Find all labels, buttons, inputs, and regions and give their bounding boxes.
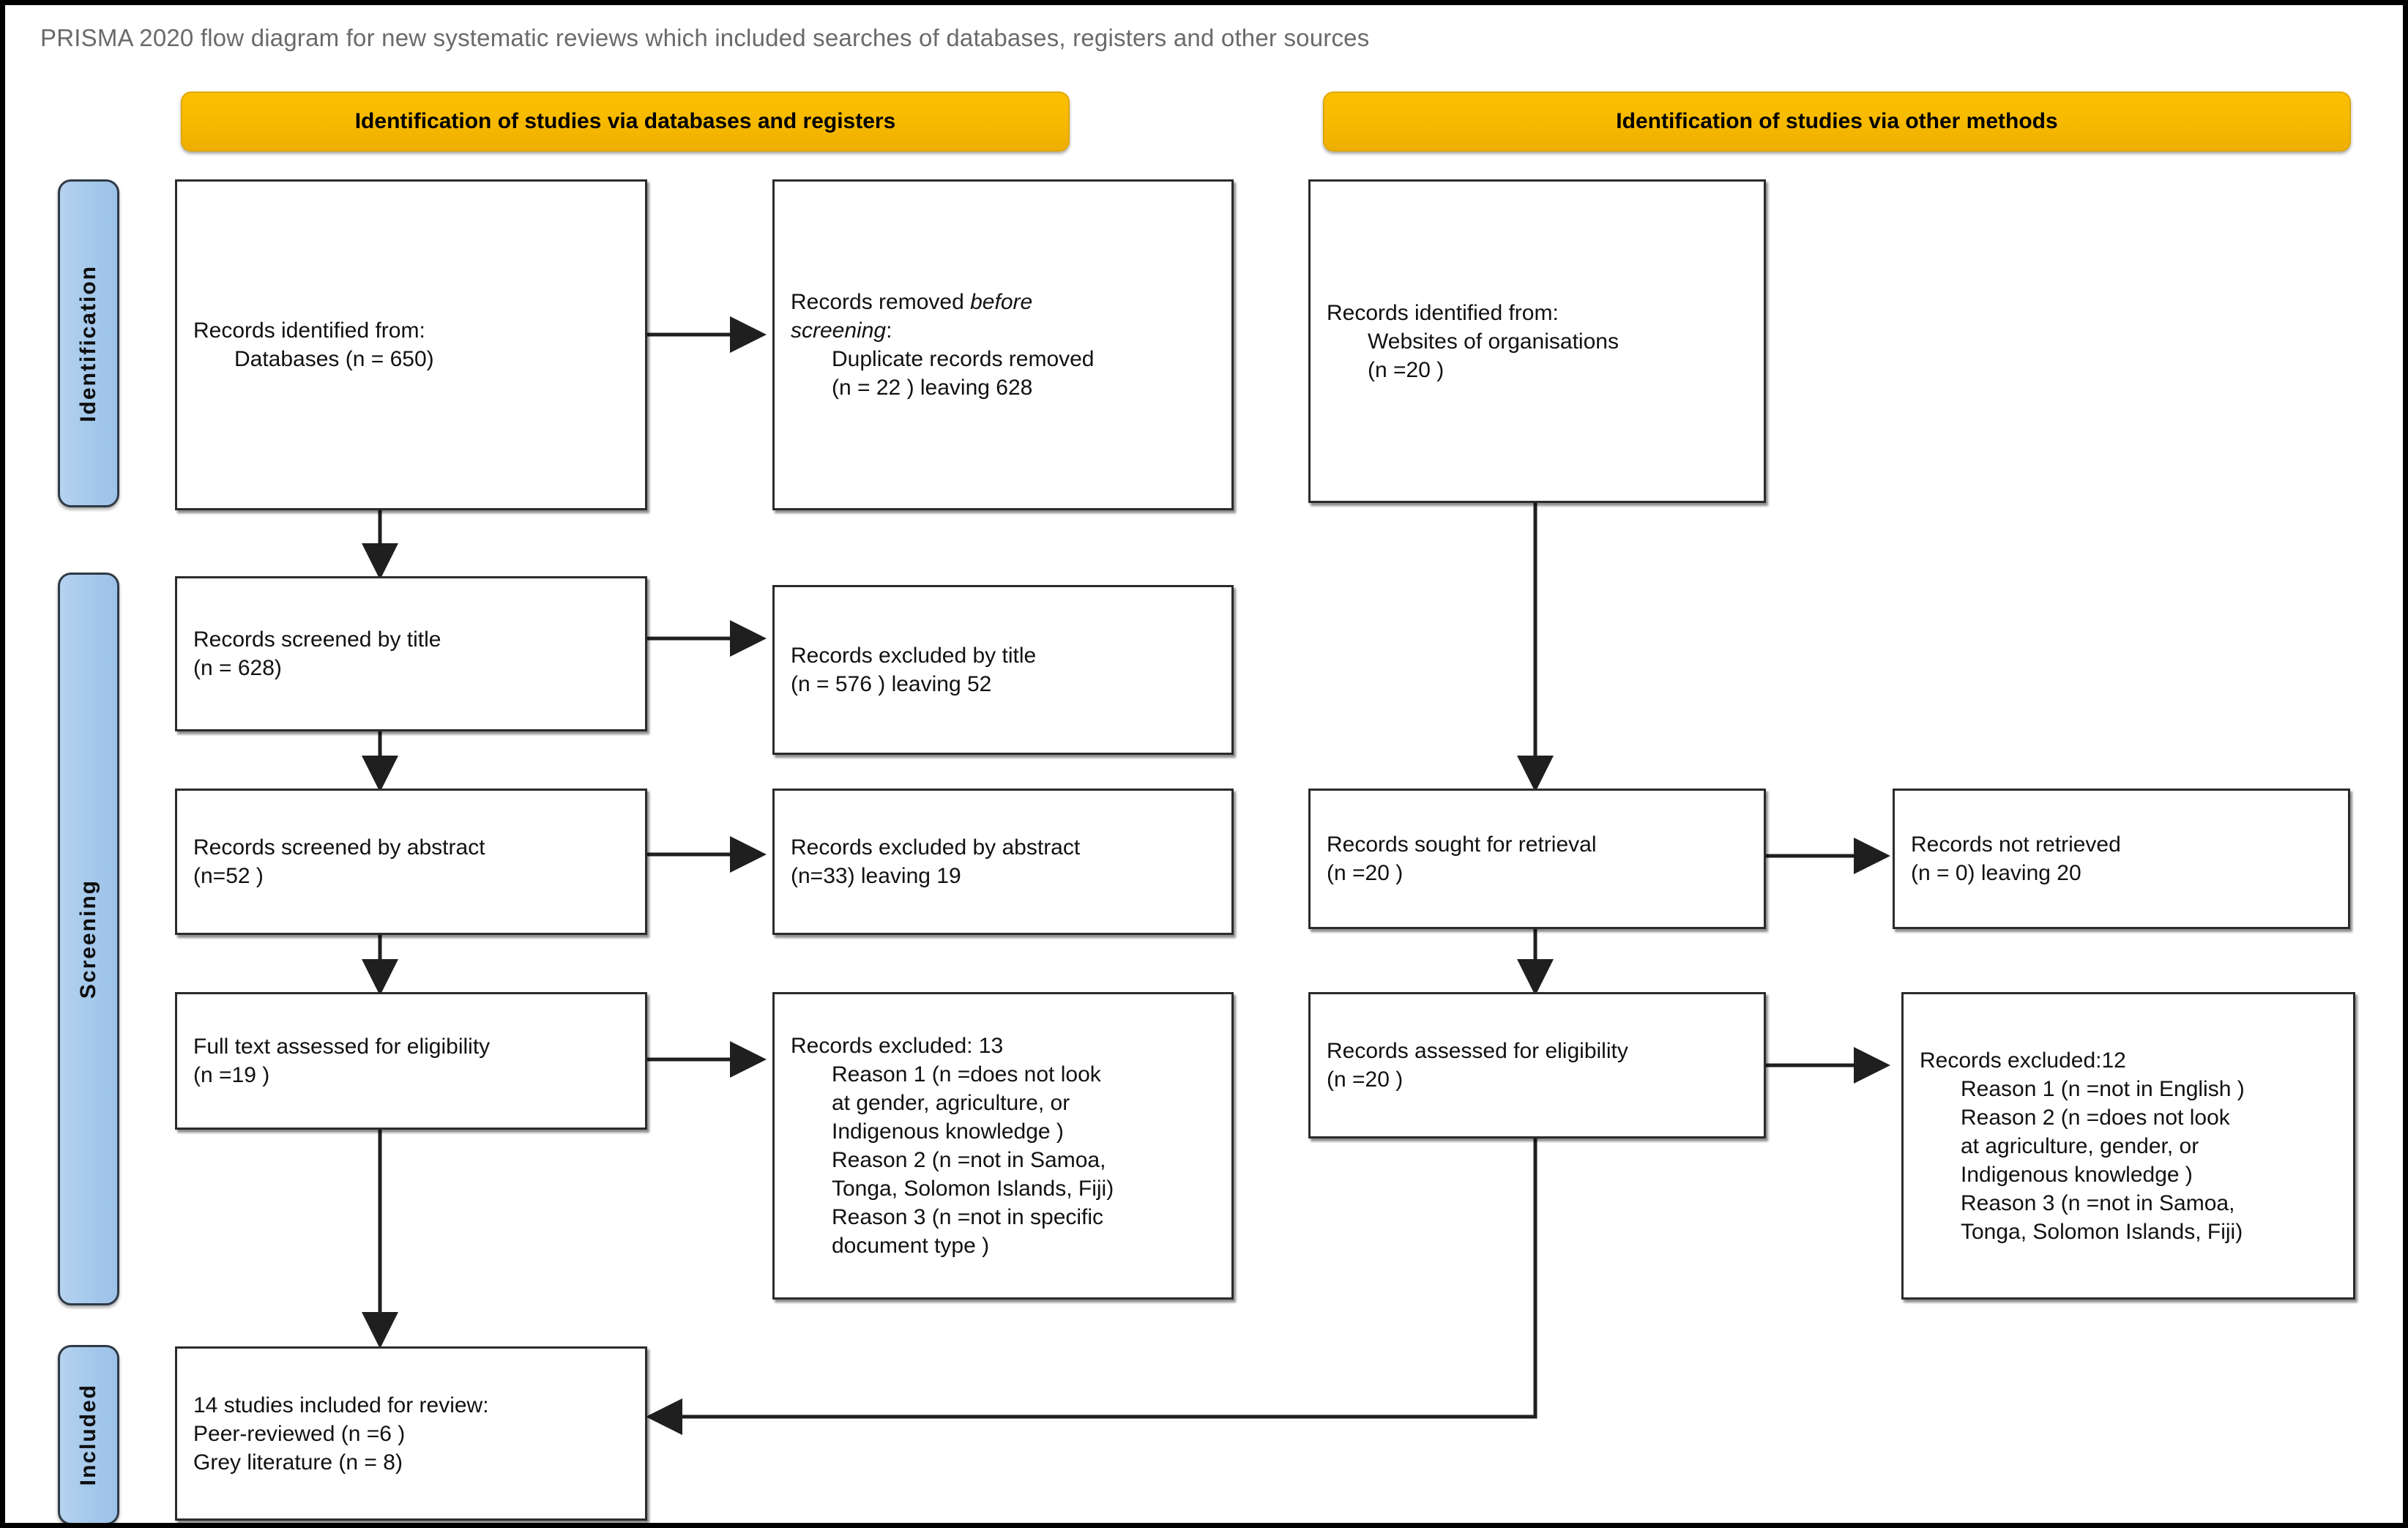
records-excluded-abstract-line2: (n=33) leaving 19 — [791, 864, 961, 888]
records-assessed-line2: (n =20 ) — [1327, 1067, 1404, 1092]
box-records-identified-other: Records identified from: Websites of org… — [1308, 179, 1766, 503]
records-excluded-title-line2: (n = 576 ) leaving 52 — [791, 672, 992, 696]
records-excluded-13-line4: Indigenous knowledge ) — [832, 1119, 1064, 1144]
box-records-sought-retrieval: Records sought for retrieval (n =20 ) — [1308, 789, 1766, 929]
records-removed-line2-italic: screening — [791, 318, 887, 343]
records-excluded-12-line2: Reason 1 (n =not in English ) — [1961, 1076, 2245, 1101]
box-records-identified-databases: Records identified from: Databases (n = … — [175, 179, 647, 510]
records-excluded-13-line1: Records excluded: 13 — [791, 1034, 1004, 1058]
records-excluded-title-line1: Records excluded by title — [791, 644, 1037, 668]
records-excluded-13-line8: document type ) — [832, 1234, 990, 1258]
box-records-screened-abstract: Records screened by abstract (n=52 ) — [175, 789, 647, 935]
records-excluded-13-line3: at gender, agriculture, or — [832, 1091, 1070, 1115]
records-excluded-13-line5: Reason 2 (n =not in Samoa, — [832, 1148, 1106, 1172]
records-not-retrieved-line1: Records not retrieved — [1911, 832, 2121, 857]
records-identified-db-line1: Records identified from: — [193, 318, 425, 343]
records-identified-other-line3: (n =20 ) — [1368, 357, 1445, 382]
full-text-assessed-line1: Full text assessed for eligibility — [193, 1035, 491, 1059]
records-removed-line1-a: Records removed — [791, 290, 971, 314]
box-records-not-retrieved: Records not retrieved (n = 0) leaving 20 — [1893, 789, 2350, 929]
stage-label-identification-text: Identification — [76, 264, 100, 422]
records-removed-line3: Duplicate records removed — [832, 347, 1095, 371]
box-records-removed-before-screening: Records removed before screening: Duplic… — [772, 179, 1234, 510]
records-sought-line1: Records sought for retrieval — [1327, 832, 1597, 857]
records-identified-other-line1: Records identified from: — [1327, 300, 1559, 325]
page-title: PRISMA 2020 flow diagram for new systema… — [40, 24, 1370, 51]
box-records-screened-title: Records screened by title (n = 628) — [175, 576, 647, 731]
studies-included-line3: Grey literature (n = 8) — [193, 1450, 403, 1475]
records-excluded-13-line7: Reason 3 (n =not in specific — [832, 1205, 1104, 1229]
banner-databases-registers: Identification of studies via databases … — [181, 92, 1070, 152]
records-identified-db-line2: Databases (n = 650) — [234, 347, 434, 371]
stage-label-included-text: Included — [76, 1384, 100, 1486]
records-excluded-12-line1: Records excluded:12 — [1920, 1048, 2126, 1073]
records-screened-abstract-line1: Records screened by abstract — [193, 835, 485, 860]
records-sought-line2: (n =20 ) — [1327, 861, 1404, 885]
stage-label-included: Included — [58, 1345, 119, 1523]
records-assessed-line1: Records assessed for eligibility — [1327, 1039, 1628, 1063]
box-records-assessed-eligibility: Records assessed for eligibility (n =20 … — [1308, 992, 1766, 1138]
full-text-assessed-line2: (n =19 ) — [193, 1063, 270, 1087]
box-records-excluded-12: Records excluded:12 Reason 1 (n =not in … — [1901, 992, 2355, 1300]
records-removed-line1-italic: before — [970, 290, 1033, 314]
records-excluded-12-line6: Reason 3 (n =not in Samoa, — [1961, 1190, 2235, 1215]
records-removed-line2-b: : — [886, 318, 892, 343]
records-excluded-12-line5: Indigenous knowledge ) — [1961, 1162, 2193, 1187]
studies-included-line1: 14 studies included for review: — [193, 1393, 489, 1417]
records-removed-line2: screening: — [791, 316, 1215, 345]
records-excluded-13-line6: Tonga, Solomon Islands, Fiji) — [832, 1177, 1114, 1201]
studies-included-line2: Peer-reviewed (n =6 ) — [193, 1421, 406, 1446]
box-records-excluded-title: Records excluded by title (n = 576 ) lea… — [772, 585, 1234, 755]
records-not-retrieved-line2: (n = 0) leaving 20 — [1911, 861, 2081, 885]
records-screened-title-line1: Records screened by title — [193, 627, 441, 652]
records-screened-title-line2: (n = 628) — [193, 656, 282, 680]
box-full-text-assessed: Full text assessed for eligibility (n =1… — [175, 992, 647, 1130]
stage-label-screening-text: Screening — [76, 879, 100, 999]
stage-label-identification: Identification — [58, 179, 119, 507]
records-screened-abstract-line2: (n=52 ) — [193, 864, 264, 888]
records-excluded-abstract-line1: Records excluded by abstract — [791, 835, 1081, 860]
banner-other-methods: Identification of studies via other meth… — [1323, 92, 2351, 152]
records-identified-other-line2: Websites of organisations — [1368, 329, 1619, 354]
records-removed-line4: (n = 22 ) leaving 628 — [832, 376, 1033, 400]
stage-label-screening: Screening — [58, 573, 119, 1305]
box-records-excluded-13: Records excluded: 13 Reason 1 (n =does n… — [772, 992, 1234, 1300]
box-records-excluded-abstract: Records excluded by abstract (n=33) leav… — [772, 789, 1234, 935]
records-excluded-12-line4: at agriculture, gender, or — [1961, 1133, 2199, 1158]
records-excluded-12-line3: Reason 2 (n =does not look — [1961, 1105, 2230, 1130]
box-studies-included: 14 studies included for review: Peer-rev… — [175, 1346, 647, 1521]
records-excluded-12-line7: Tonga, Solomon Islands, Fiji) — [1961, 1219, 2243, 1244]
records-excluded-13-line2: Reason 1 (n =does not look — [832, 1062, 1101, 1087]
records-removed-line1: Records removed before — [791, 288, 1215, 316]
